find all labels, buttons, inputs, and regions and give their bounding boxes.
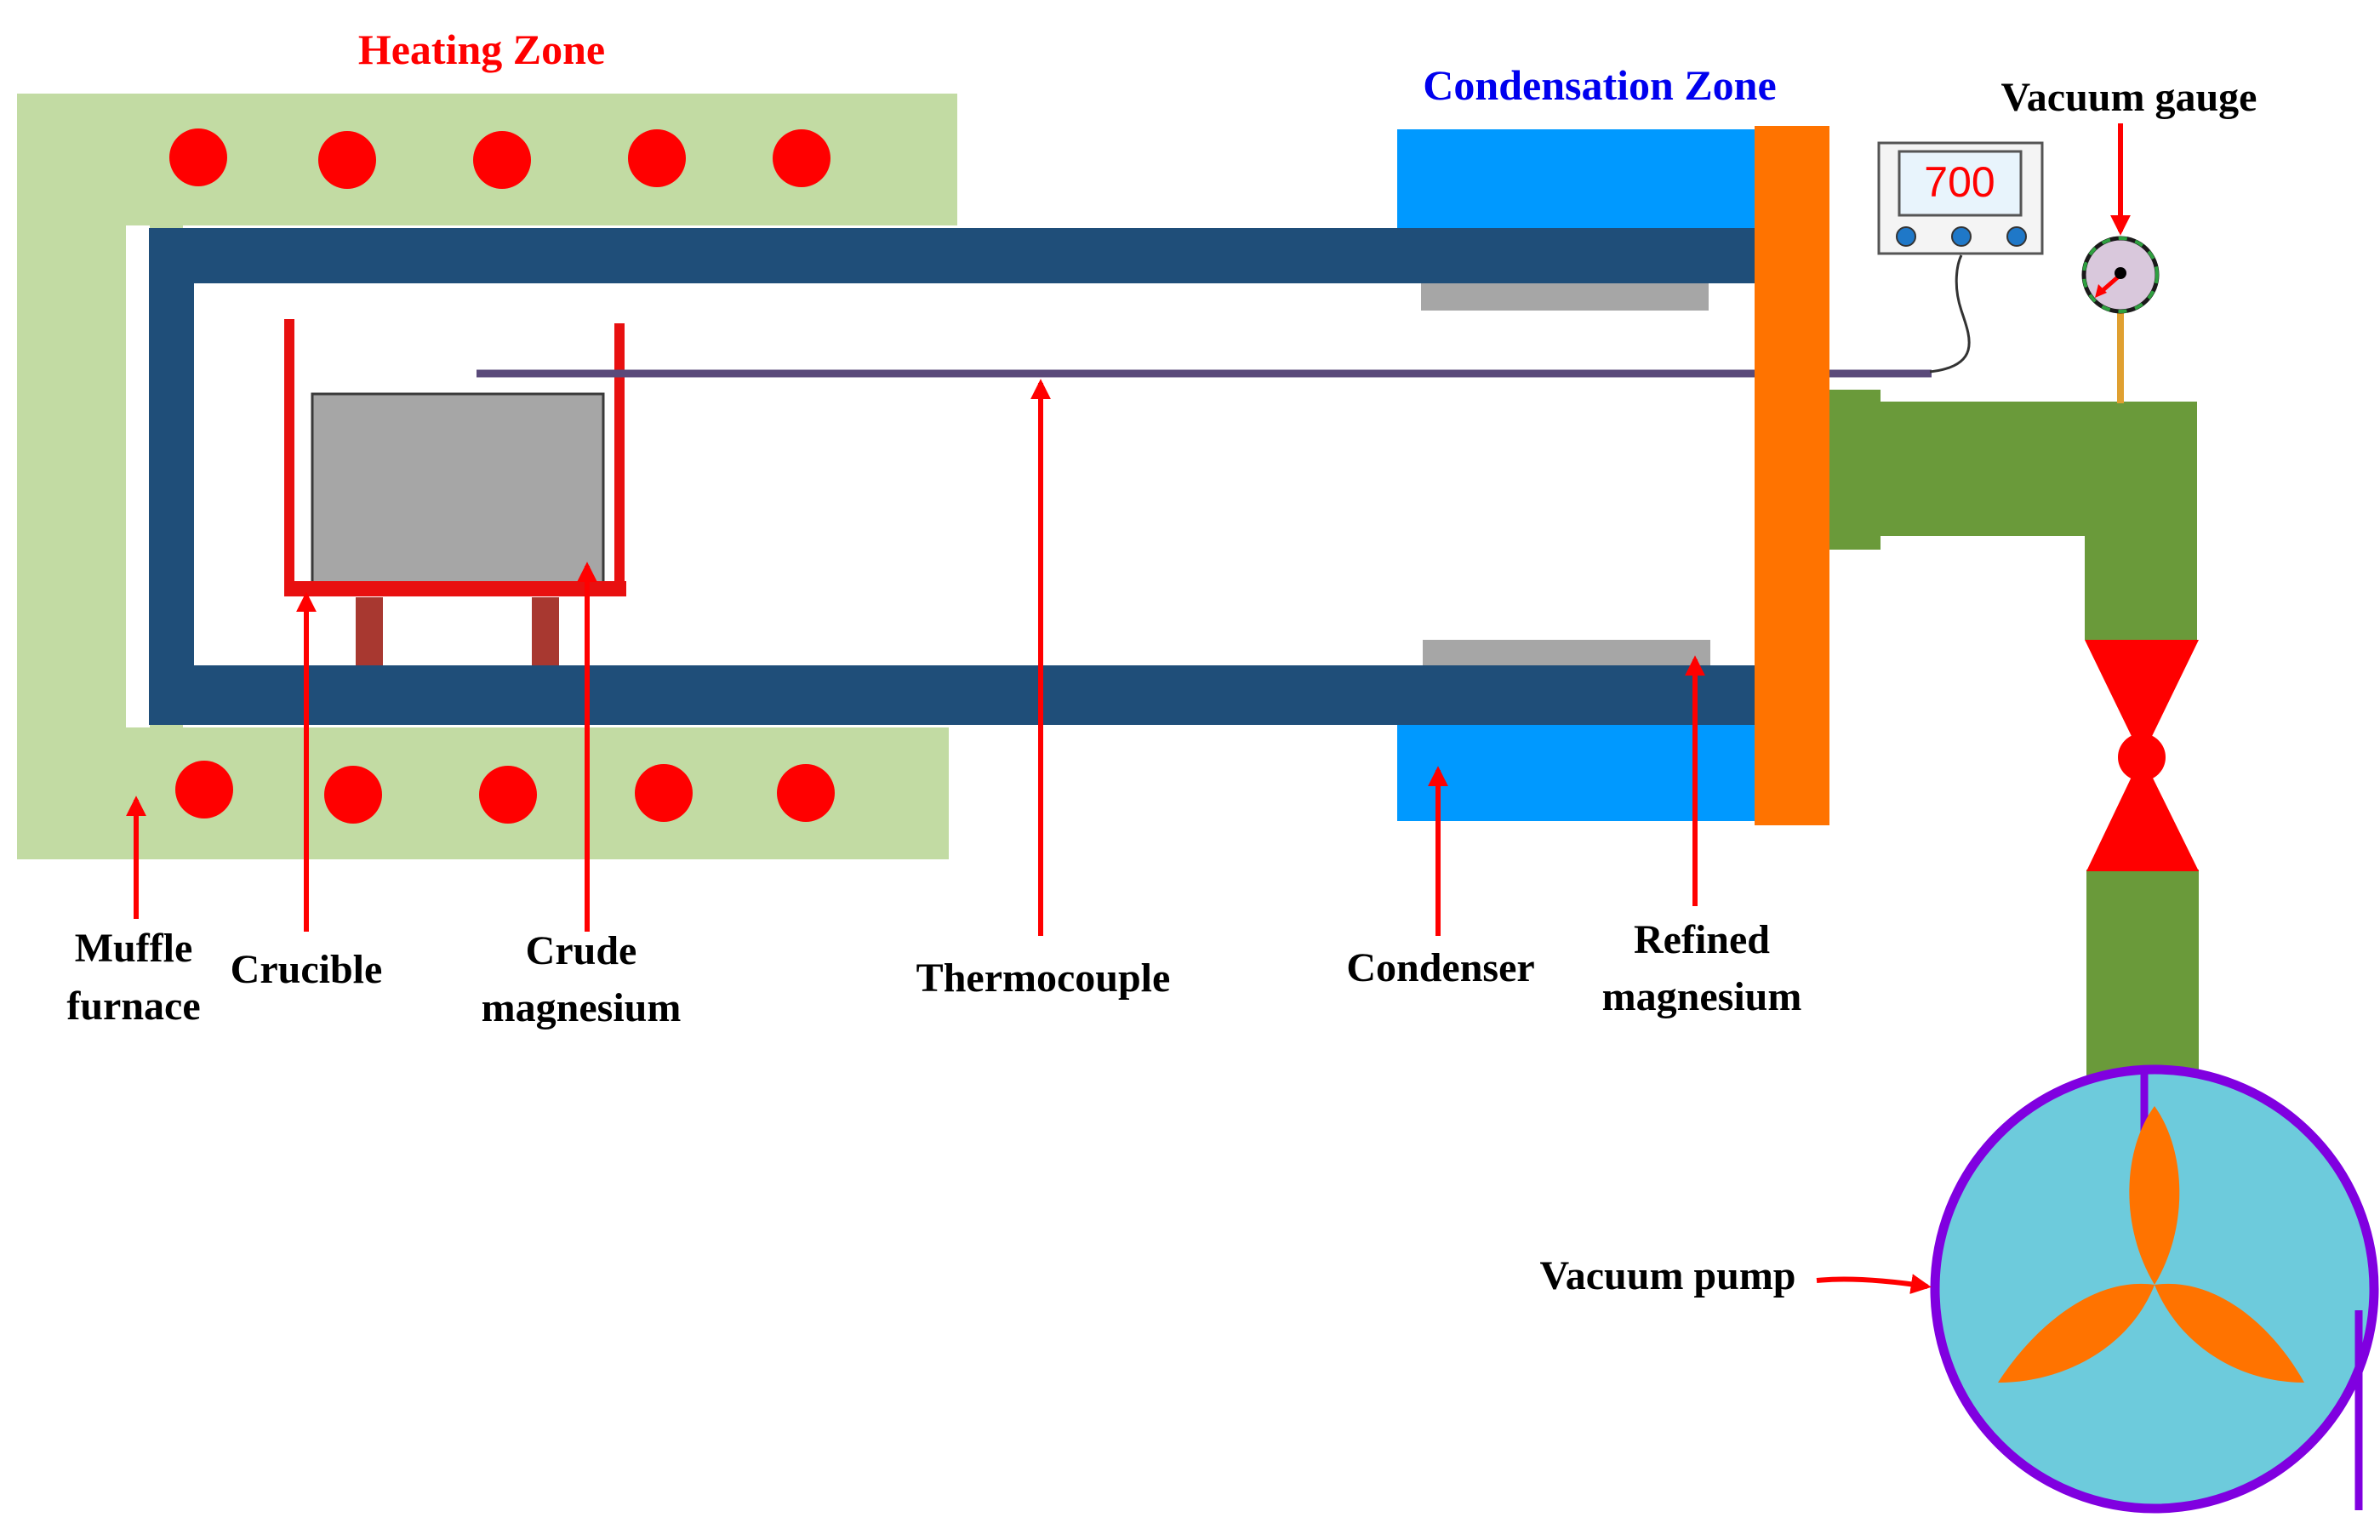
crude-magnesium-block — [311, 392, 605, 585]
gauge-stem — [2117, 308, 2124, 403]
vacuum-gauge — [2081, 236, 2160, 314]
heating-elements — [169, 128, 835, 824]
controller-button — [2006, 226, 2027, 247]
pipe-connector — [1829, 390, 1881, 550]
controller-screen — [1898, 150, 2023, 217]
arrow-vacuum-pump — [1816, 1274, 1932, 1295]
crude-magnesium-label-line1: Crude — [526, 928, 637, 973]
heater-dot — [479, 766, 537, 824]
heater-dot — [324, 766, 382, 824]
heater-dot — [175, 761, 233, 818]
heater-dot — [777, 764, 835, 822]
pipe-lower — [2086, 870, 2199, 1075]
impeller-blade — [2155, 1283, 2304, 1383]
vacuum-pump-label: Vacuum pump — [1539, 1253, 1795, 1298]
refined-magnesium-deposit-top — [1421, 283, 1709, 311]
heater-dot — [628, 129, 686, 187]
crucible-leg — [356, 597, 383, 665]
heater-dot — [169, 128, 227, 186]
refined-magnesium-deposit-bottom — [1423, 640, 1710, 665]
heater-dot — [635, 764, 693, 822]
pump-body — [1930, 1064, 2379, 1514]
crude-magnesium-label-line2: magnesium — [482, 985, 682, 1030]
impeller-blade — [1998, 1283, 2155, 1383]
gauge-pivot — [2115, 267, 2126, 279]
refined-magnesium-label-line2: magnesium — [1602, 974, 1802, 1019]
furnace-inner-gap — [126, 225, 150, 727]
controller-button — [1951, 226, 1972, 247]
refined-magnesium-label-line1: Refined — [1634, 917, 1770, 962]
heating-zone-label: Heating Zone — [358, 26, 605, 73]
impeller-blade — [2129, 1106, 2180, 1285]
valve[interactable] — [2085, 640, 2199, 871]
temperature-controller: 700 — [1877, 141, 2044, 255]
pipe-elbow — [1881, 402, 2197, 640]
condenser — [1397, 129, 1759, 821]
valve-bottom — [2086, 756, 2199, 871]
vacuum-gauge-label: Vacuum gauge — [2001, 75, 2257, 120]
end-flange — [1755, 126, 1829, 825]
vacuum-piping — [1829, 390, 2199, 1075]
muffle-furnace-label-line2: furnace — [66, 984, 200, 1029]
thermocouple-label: Thermocouple — [916, 955, 1171, 1001]
condensation-zone-label: Condensation Zone — [1423, 61, 1776, 109]
vacuum-pump — [1930, 1064, 2379, 1514]
condenser-bottom — [1397, 715, 1759, 821]
condenser-label: Condenser — [1346, 945, 1534, 990]
muffle-furnace-label-line1: Muffle — [75, 926, 193, 971]
gauge-needle-tip — [2095, 284, 2107, 298]
crucible-label: Crucible — [231, 947, 383, 992]
valve-handle[interactable] — [2118, 733, 2166, 781]
crucible-leg — [532, 597, 559, 665]
heater-dot — [473, 131, 531, 189]
pointer-arrows — [126, 123, 2131, 1295]
condenser-top — [1397, 129, 1759, 231]
temperature-readout: 700 — [1924, 158, 1995, 206]
thermocouple-wire — [1929, 254, 1971, 374]
valve-top — [2085, 640, 2199, 757]
heater-dot — [318, 131, 376, 189]
heater-dot — [773, 129, 830, 187]
vacuum-tube — [149, 228, 1755, 725]
controller-button — [1896, 226, 1916, 247]
muffle-furnace — [17, 94, 957, 859]
furnace-body — [17, 94, 957, 859]
crucible-base — [284, 581, 626, 596]
tube-wall — [149, 228, 1755, 725]
gauge-rim — [2082, 237, 2159, 313]
